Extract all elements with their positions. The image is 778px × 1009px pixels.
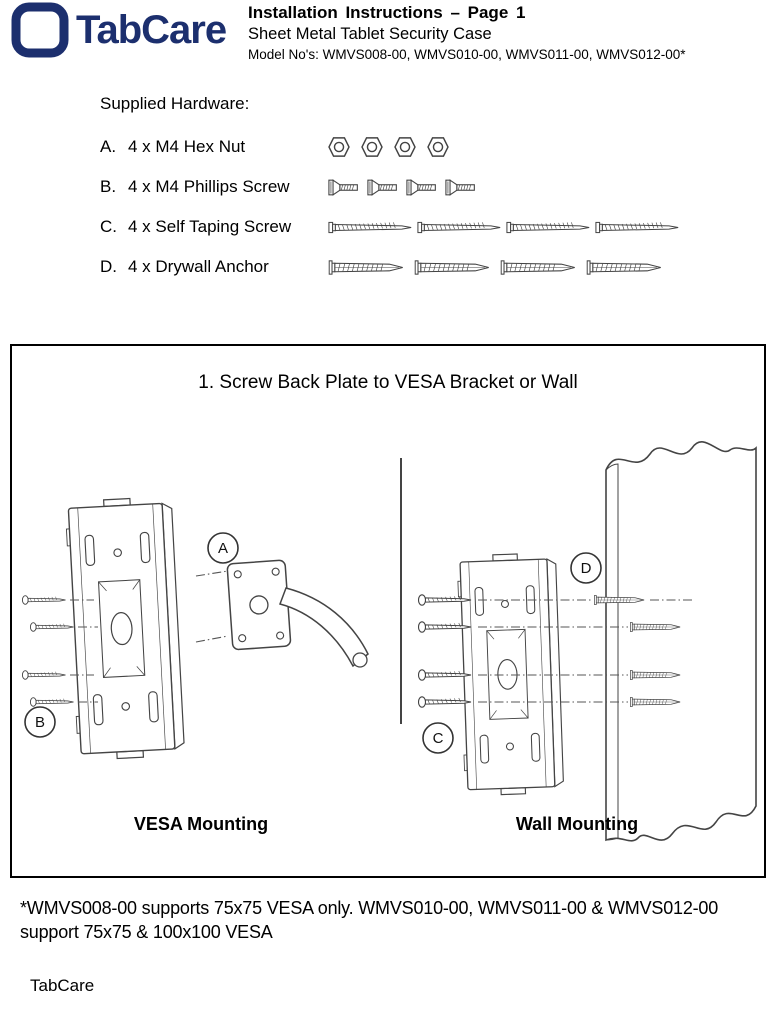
self-taping-screw-icon xyxy=(595,220,680,235)
hex-nut-icon xyxy=(361,137,383,157)
hardware-item-letter: C. xyxy=(100,217,117,236)
self-taping-screw-icon xyxy=(506,220,591,235)
vesa-mounting-diagram: A B xyxy=(22,495,369,762)
phillips-screw-icon xyxy=(406,179,439,196)
label-b: B xyxy=(24,706,56,738)
screw-icon xyxy=(30,622,75,632)
hardware-item-label: 4 x M4 Phillips Screw xyxy=(128,177,290,196)
wall-mounting-diagram: D C xyxy=(418,441,757,842)
screw-icon xyxy=(418,696,472,708)
self-taping-screw-icon-group xyxy=(328,220,680,235)
self-taping-screw-icon xyxy=(328,220,413,235)
label-d: D xyxy=(570,552,602,584)
doc-subtitle: Sheet Metal Tablet Security Case xyxy=(248,25,492,43)
hardware-item-drywall-anchor: D. 4 x Drywall Anchor xyxy=(100,254,720,280)
model-numbers: Model No's: WMVS008-00, WMVS010-00, WMVS… xyxy=(248,47,686,62)
back-plate xyxy=(456,551,565,797)
step-1-diagram-panel: 1. Screw Back Plate to VESA Bracket or W… xyxy=(10,344,766,878)
phillips-screws xyxy=(22,595,98,707)
self-taping-screw-icon xyxy=(417,220,502,235)
self-taping-screws xyxy=(418,594,694,708)
vesa-mounting-caption: VESA Mounting xyxy=(133,814,269,834)
drywall-anchor-icon xyxy=(414,258,495,277)
hardware-item-label: 4 x M4 Hex Nut xyxy=(128,137,246,156)
hardware-item-hex-nut: A. 4 x M4 Hex Nut xyxy=(100,134,720,160)
screw-icon xyxy=(22,670,67,680)
vesa-bracket xyxy=(226,559,292,651)
doc-title: Installation Instructions – Page 1 xyxy=(248,3,526,22)
header-text: Installation Instructions – Page 1 Sheet… xyxy=(248,3,686,62)
drywall-anchor-icon xyxy=(500,258,581,277)
phillips-screw-icon-group xyxy=(328,179,478,196)
phillips-screw-icon xyxy=(445,179,478,196)
drywall-anchor-icon xyxy=(328,258,409,277)
wall-mounting-caption: Wall Mounting xyxy=(515,814,639,834)
hardware-item-letter: B. xyxy=(100,177,117,196)
hex-nut-icon xyxy=(394,137,416,157)
footer-brand: TabCare xyxy=(30,976,95,995)
screw-icon xyxy=(30,697,75,707)
hardware-item-label: 4 x Drywall Anchor xyxy=(128,257,269,276)
supplied-hardware-section: Supplied Hardware: A. 4 x M4 Hex Nut B. … xyxy=(100,94,720,294)
drywall-anchor-icon-group xyxy=(328,258,667,277)
back-plate xyxy=(64,495,186,762)
hardware-item-letter: A. xyxy=(100,137,117,156)
wall xyxy=(605,441,757,842)
svg-text:C: C xyxy=(433,730,444,747)
hardware-item-self-taping-screw: C. 4 x Self Taping Screw xyxy=(100,214,720,240)
vesa-compatibility-footnote: *WMVS008-00 supports 75x75 VESA only. WM… xyxy=(20,898,719,943)
hardware-item-phillips-screw: B. 4 x M4 Phillips Screw xyxy=(100,174,720,200)
panel-divider xyxy=(400,458,402,724)
hardware-item-label: 4 x Self Taping Screw xyxy=(128,217,292,236)
drywall-anchor-icon xyxy=(586,258,667,277)
svg-text:D: D xyxy=(581,560,592,577)
svg-text:B: B xyxy=(35,714,45,731)
tabcare-logo: TabCare xyxy=(10,2,227,58)
hex-nut-icon xyxy=(328,137,350,157)
hardware-item-letter: D. xyxy=(100,257,117,276)
step-title: 1. Screw Back Plate to VESA Bracket or W… xyxy=(198,372,578,393)
label-a: A xyxy=(207,532,239,564)
tabcare-logo-text: TabCare xyxy=(76,7,227,52)
phillips-screw-icon xyxy=(328,179,361,196)
vesa-arm xyxy=(279,587,369,668)
supplied-hardware-heading: Supplied Hardware: xyxy=(100,94,250,113)
screw-icon xyxy=(418,669,472,681)
tabcare-logo-icon xyxy=(11,2,69,58)
screw-icon xyxy=(22,595,67,605)
phillips-screw-icon xyxy=(367,179,400,196)
hex-nut-icon-group xyxy=(328,137,449,157)
hex-nut-icon xyxy=(427,137,449,157)
svg-text:A: A xyxy=(218,540,228,557)
label-c: C xyxy=(422,722,454,754)
